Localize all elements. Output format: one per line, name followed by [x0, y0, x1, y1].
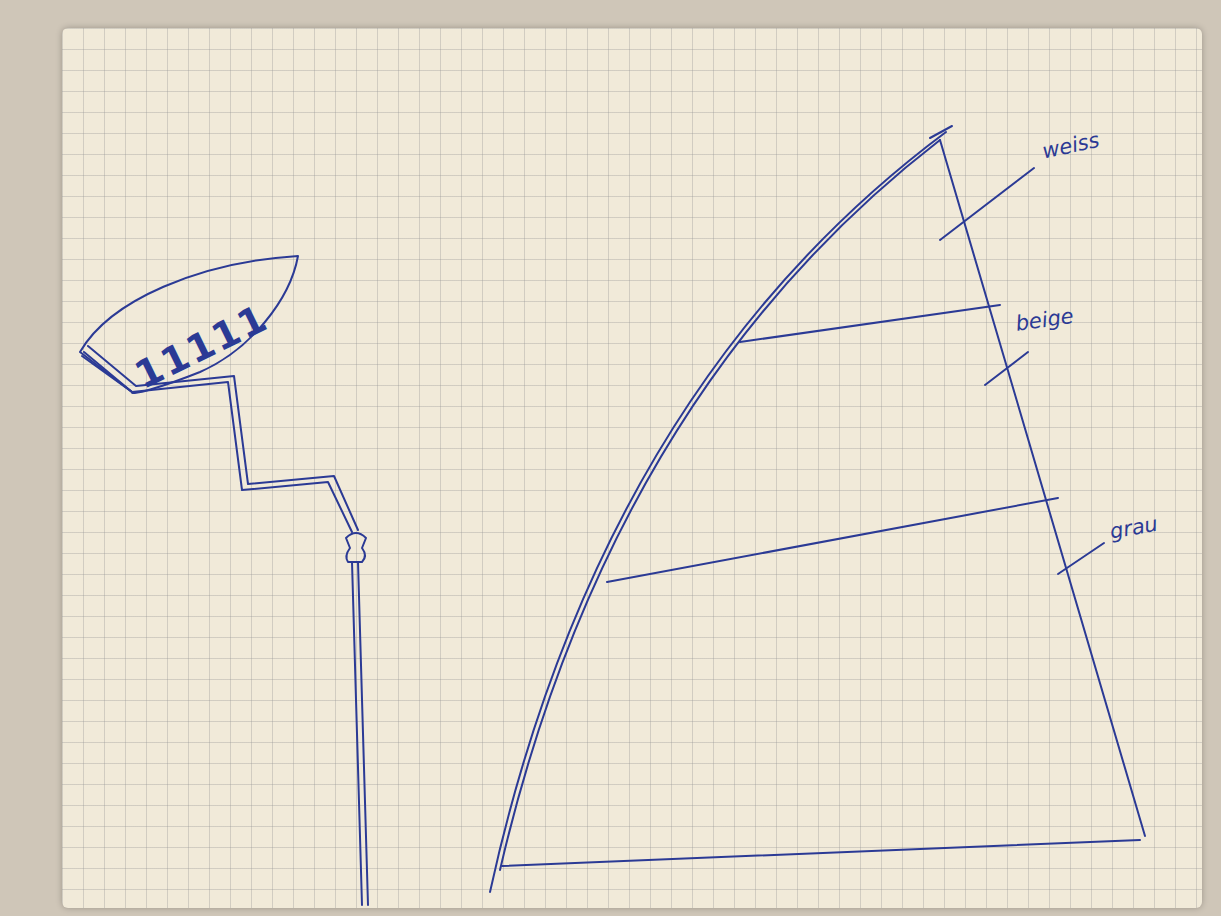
- leader-line: [985, 352, 1028, 385]
- leader-line: [940, 168, 1034, 240]
- sail-leech: [940, 140, 1145, 836]
- notebook-page: [62, 28, 1202, 908]
- band-line: [607, 498, 1058, 582]
- band-line: [740, 305, 1000, 342]
- tiller-stick: [358, 562, 368, 905]
- sail-head: [930, 126, 952, 138]
- sail-foot: [502, 840, 1140, 866]
- tiller-knob: [346, 533, 366, 562]
- tiller-line: [84, 352, 352, 532]
- mast-curve: [490, 132, 946, 892]
- sail-luff: [500, 140, 940, 870]
- tiller-line: [88, 346, 358, 530]
- leader-line: [1058, 543, 1104, 574]
